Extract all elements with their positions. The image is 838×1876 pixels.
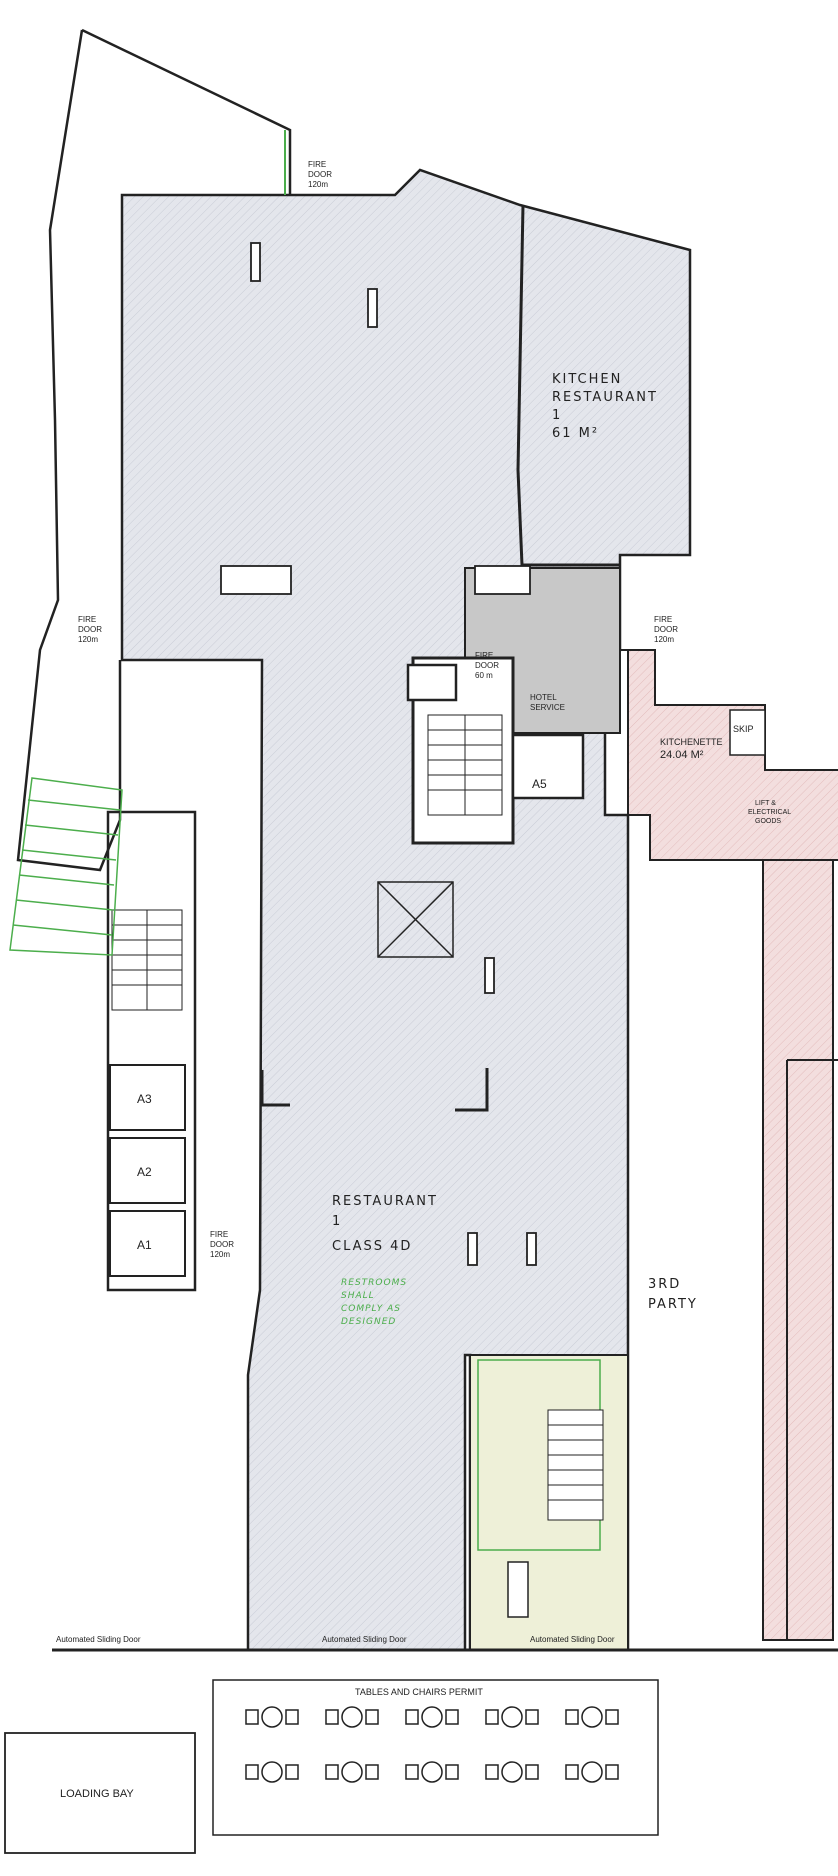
svg-text:120m: 120m: [654, 635, 674, 644]
svg-text:DOOR: DOOR: [654, 625, 678, 634]
svg-text:CLASS 4D: CLASS 4D: [332, 1239, 412, 1254]
kitchen-wall: [516, 204, 620, 567]
a1-label: A1: [137, 1238, 152, 1252]
third-party-strip: [762, 859, 834, 1641]
restrooms-note: RESTROOMS: [341, 1278, 407, 1288]
room-a5: [511, 733, 585, 800]
void-box: [377, 881, 454, 958]
room-a1: [109, 1210, 186, 1277]
svg-text:DESIGNED: DESIGNED: [341, 1317, 396, 1327]
svg-text:120m: 120m: [308, 180, 328, 189]
a5-label: A5: [532, 777, 547, 791]
svg-text:1: 1: [332, 1214, 342, 1229]
lift-label: LIFT &: [755, 800, 776, 807]
stair-treads: [427, 714, 503, 816]
fire-door-bottom-label: FIRE: [210, 1230, 228, 1239]
svg-text:GOODS: GOODS: [755, 818, 781, 825]
svg-text:SHALL: SHALL: [341, 1291, 375, 1301]
svg-text:120m: 120m: [210, 1250, 230, 1259]
green-escape-stair: [9, 777, 123, 956]
loading-bay-label: LOADING BAY: [60, 1788, 134, 1800]
svg-text:DOOR: DOOR: [308, 170, 332, 179]
svg-text:PARTY: PARTY: [648, 1297, 698, 1312]
svg-text:DOOR: DOOR: [78, 625, 102, 634]
room-a2: [109, 1137, 186, 1204]
outer-left-wall: [16, 29, 122, 872]
skip-label: SKIP: [733, 724, 754, 734]
svg-text:24.04 M²: 24.04 M²: [660, 749, 704, 761]
hotel-service-label: HOTEL: [530, 693, 557, 702]
fire-door-top-label: FIRE: [308, 160, 326, 169]
third-party-label: 3RD: [648, 1277, 681, 1292]
columns: [220, 242, 537, 1266]
svg-text:61 M²: 61 M²: [552, 426, 599, 441]
restaurant-label: RESTAURANT: [332, 1194, 438, 1209]
kitchen-label: KITCHEN: [552, 372, 622, 387]
tables-permit-area: [212, 1679, 659, 1836]
svg-text:DOOR: DOOR: [210, 1240, 234, 1249]
fire-door-stair-label: FIRE: [475, 651, 493, 660]
sliding-door-mid: Automated Sliding Door: [322, 1635, 407, 1644]
room-a3: [109, 1064, 186, 1131]
kitchenette-label: KITCHENETTE: [660, 737, 723, 747]
svg-text:1: 1: [552, 408, 562, 423]
svg-text:DOOR: DOOR: [475, 661, 499, 670]
kitchenette-area: [620, 649, 838, 861]
a3-label: A3: [137, 1092, 152, 1106]
svg-text:RESTAURANT: RESTAURANT: [552, 390, 658, 405]
sliding-door-left: Automated Sliding Door: [56, 1635, 141, 1644]
tables-permit-label: TABLES AND CHAIRS PERMIT: [355, 1687, 483, 1697]
sliding-door-right: Automated Sliding Door: [530, 1635, 615, 1644]
fire-door-kitchen-label: FIRE: [654, 615, 672, 624]
loading-bay: [4, 1732, 196, 1854]
svg-text:120m: 120m: [78, 635, 98, 644]
svg-text:ELECTRICAL: ELECTRICAL: [748, 809, 791, 816]
svg-text:SERVICE: SERVICE: [530, 703, 565, 712]
table-set: [245, 1706, 619, 1783]
svg-text:COMPLY AS: COMPLY AS: [341, 1304, 401, 1314]
a2-label: A2: [137, 1165, 152, 1179]
fire-door-left-label: FIRE: [78, 615, 96, 624]
svg-text:60 m: 60 m: [475, 671, 493, 680]
